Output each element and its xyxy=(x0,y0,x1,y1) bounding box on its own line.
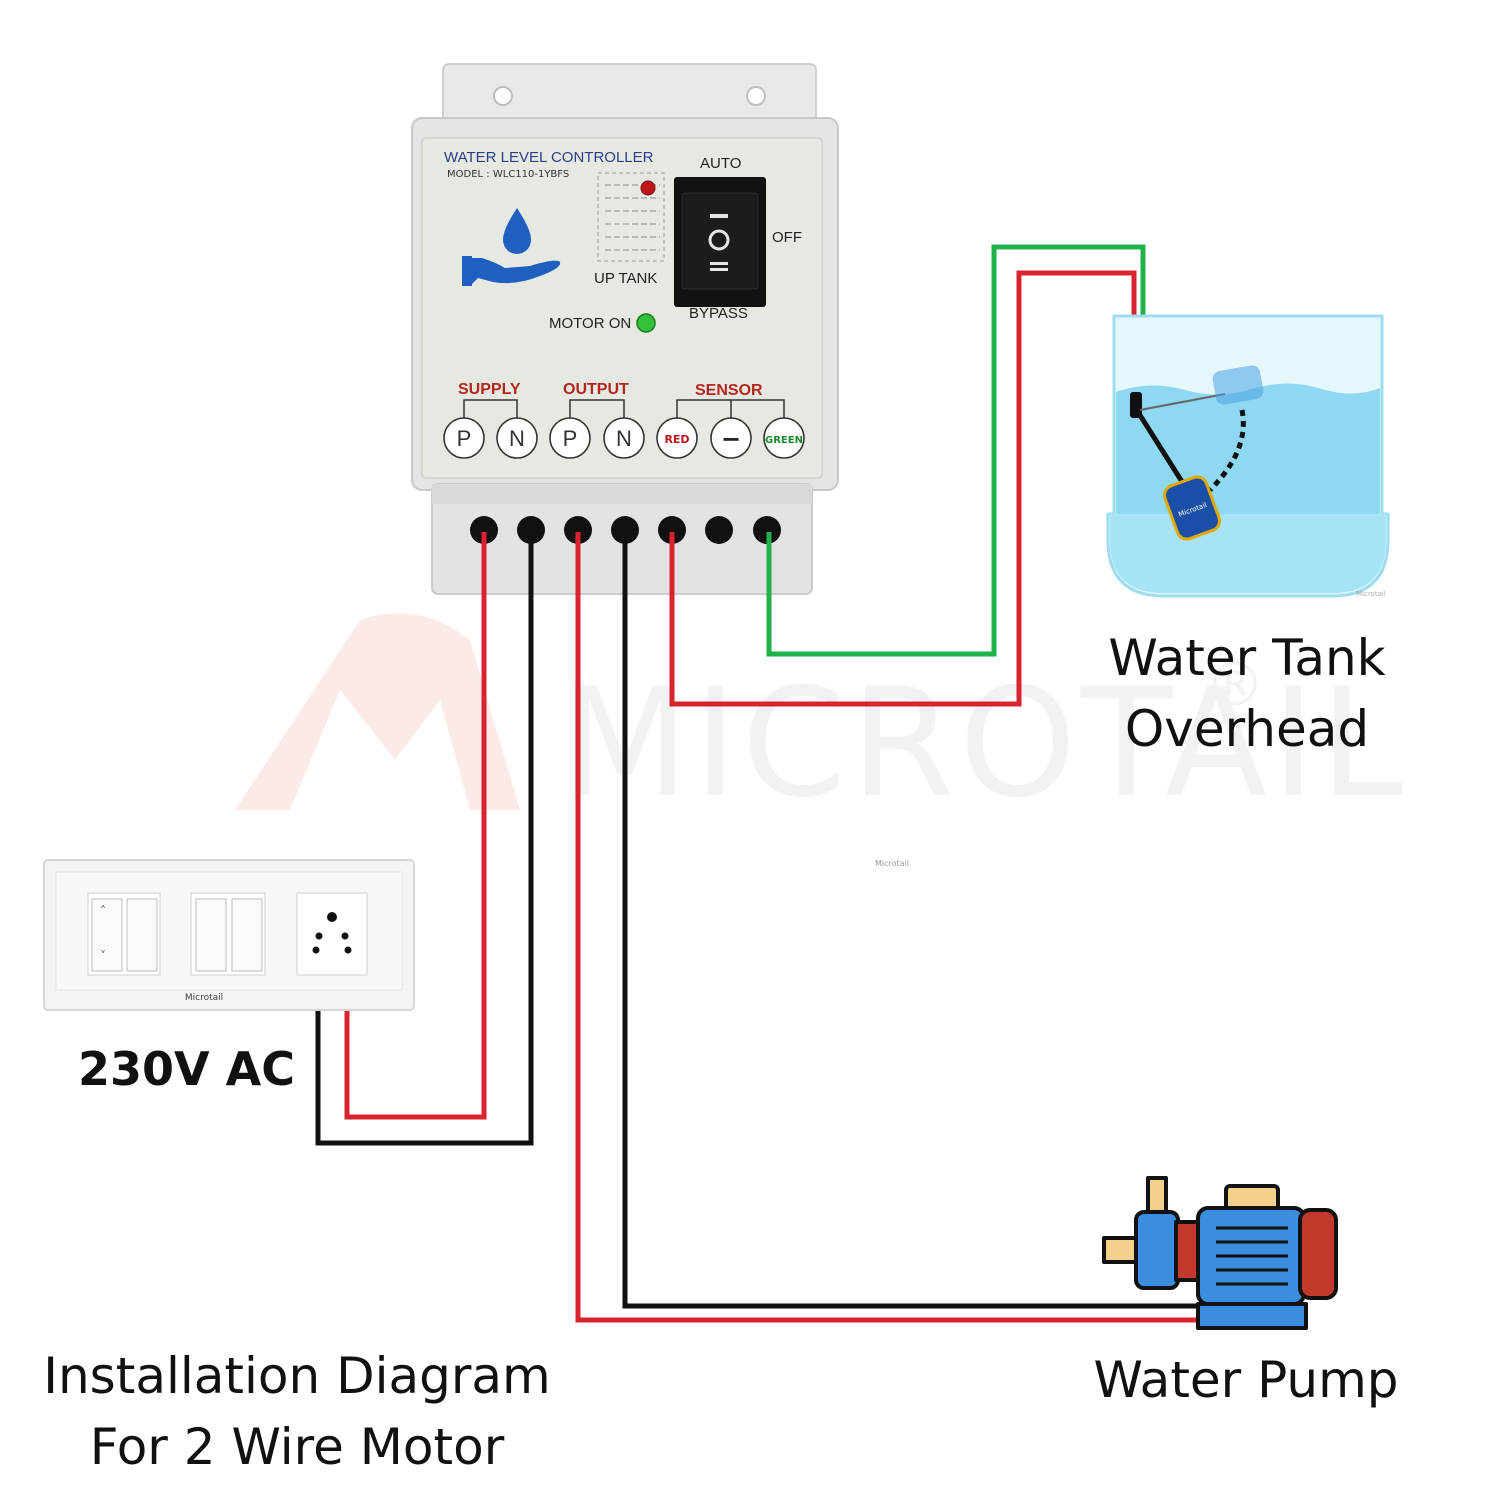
terminal-group-brackets xyxy=(463,399,785,418)
overhead-water-tank: Microtail Microtail xyxy=(1106,314,1390,598)
watermark: MICROTAIL ® xyxy=(235,613,1407,831)
terminal-label-sensor-red: RED xyxy=(664,433,689,446)
mount-hole-left xyxy=(493,86,513,106)
pump-cooling-fins xyxy=(1216,1226,1288,1286)
switch-bypass-label: BYPASS xyxy=(689,305,748,322)
watermark-small-mark: Microtail xyxy=(875,859,909,868)
power-socket[interactable] xyxy=(296,892,368,976)
controller-title: WATER LEVEL CONTROLLER xyxy=(444,149,654,166)
float-switch-rod xyxy=(1139,393,1226,411)
motor-on-label: MOTOR ON xyxy=(549,315,631,332)
up-tank-level-scale xyxy=(597,172,665,262)
sensor-green-wire xyxy=(766,244,1146,657)
tank-water-lighter xyxy=(1110,514,1386,593)
tank-small-mark: Microtail xyxy=(1356,590,1386,598)
supply-phase-wire xyxy=(344,532,487,1120)
tank-label-line1: Water Tank xyxy=(1108,629,1385,687)
socket-pin-hole-bottom-right xyxy=(344,946,352,954)
watermark-brand-text: MICROTAIL xyxy=(560,657,1407,831)
supply-group-label: SUPPLY xyxy=(458,381,521,398)
socket-pin-hole-right xyxy=(341,932,349,940)
water-pump-icon xyxy=(1102,1176,1338,1330)
socket-earth-pin-hole xyxy=(327,912,337,922)
controller-model: MODEL : WLC110-1YBFS xyxy=(447,169,569,180)
caption-line2: For 2 Wire Motor xyxy=(90,1418,505,1476)
socket-pin-hole-left xyxy=(315,932,323,940)
wiring xyxy=(315,244,1198,1323)
terminal-label-output-n: N xyxy=(616,426,632,451)
switch-off-label: OFF xyxy=(772,229,802,246)
mount-hole-right xyxy=(746,86,766,106)
switch-socket-panel: ˄ ˅ Microtail xyxy=(43,859,415,1011)
float-upper-position xyxy=(1212,365,1264,405)
terminal-label-supply-n: N xyxy=(509,426,525,451)
terminal-label-output-p: P xyxy=(563,426,578,451)
pump-inlet-pipe xyxy=(1102,1236,1140,1264)
socket-pin-hole-bottom-left xyxy=(312,946,320,954)
float-ball: Microtail xyxy=(1163,475,1221,541)
regulator-down-icon: ˅ xyxy=(100,949,106,963)
fan-regulator-switch[interactable]: ˄ ˅ xyxy=(87,892,161,976)
pump-outlet-pipe xyxy=(1146,1176,1168,1216)
motor-on-led xyxy=(636,313,656,333)
water-level-controller: WATER LEVEL CONTROLLER MODEL : WLC110-1Y… xyxy=(411,63,839,595)
pump-motor-end xyxy=(1298,1208,1338,1300)
terminal-label-sensor-common: − xyxy=(721,425,741,453)
sensor-red-wire xyxy=(669,270,1137,707)
float-switch-cable xyxy=(1135,410,1189,490)
water-drop-hand-icon xyxy=(462,208,561,286)
caption-line1: Installation Diagram xyxy=(43,1347,551,1405)
screw-terminals xyxy=(470,516,781,544)
output-phase-wire xyxy=(575,532,1198,1323)
float-swing-arc xyxy=(1208,409,1246,492)
supply-neutral-wire xyxy=(315,532,534,1146)
sensor-group-label: SENSOR xyxy=(695,382,763,399)
watermark-registered-mark: ® xyxy=(1205,650,1265,720)
pump-impeller-housing xyxy=(1134,1210,1180,1290)
pump-label: Water Pump xyxy=(1093,1351,1398,1409)
switch-auto-label: AUTO xyxy=(700,155,741,172)
double-switch[interactable] xyxy=(190,892,266,976)
terminal-label-sensor-green: GREEN xyxy=(765,435,803,446)
output-neutral-wire xyxy=(622,532,1198,1309)
terminal-block-lip xyxy=(432,484,812,504)
tank-level-led xyxy=(640,180,656,196)
terminal-label-supply-p: P xyxy=(457,426,472,451)
voltage-label: 230V AC xyxy=(78,1042,295,1096)
panel-terminal-labels xyxy=(443,417,805,459)
up-tank-label: UP TANK xyxy=(594,270,657,287)
tank-label-line2: Overhead xyxy=(1125,700,1369,758)
regulator-up-icon: ˄ xyxy=(100,904,106,918)
pump-base xyxy=(1196,1302,1308,1330)
watermark-logo xyxy=(235,613,520,810)
mode-rocker-switch[interactable] xyxy=(674,177,766,307)
output-group-label: OUTPUT xyxy=(563,381,629,398)
socket-brand-mark: Microtail xyxy=(185,993,223,1003)
